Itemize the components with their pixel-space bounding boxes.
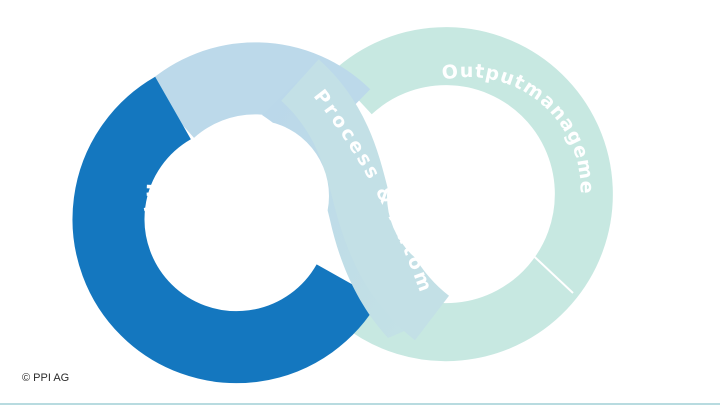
right-ring-hole bbox=[387, 114, 551, 278]
left-ring-hole bbox=[177, 120, 329, 272]
output-ring-segment bbox=[332, 27, 613, 362]
bottom-divider bbox=[0, 403, 720, 405]
output-ring-divider bbox=[522, 245, 574, 294]
copyright-text: © PPI AG bbox=[22, 372, 70, 384]
process-crossing-band-cover bbox=[280, 59, 450, 341]
input-ring-segment bbox=[72, 76, 380, 384]
